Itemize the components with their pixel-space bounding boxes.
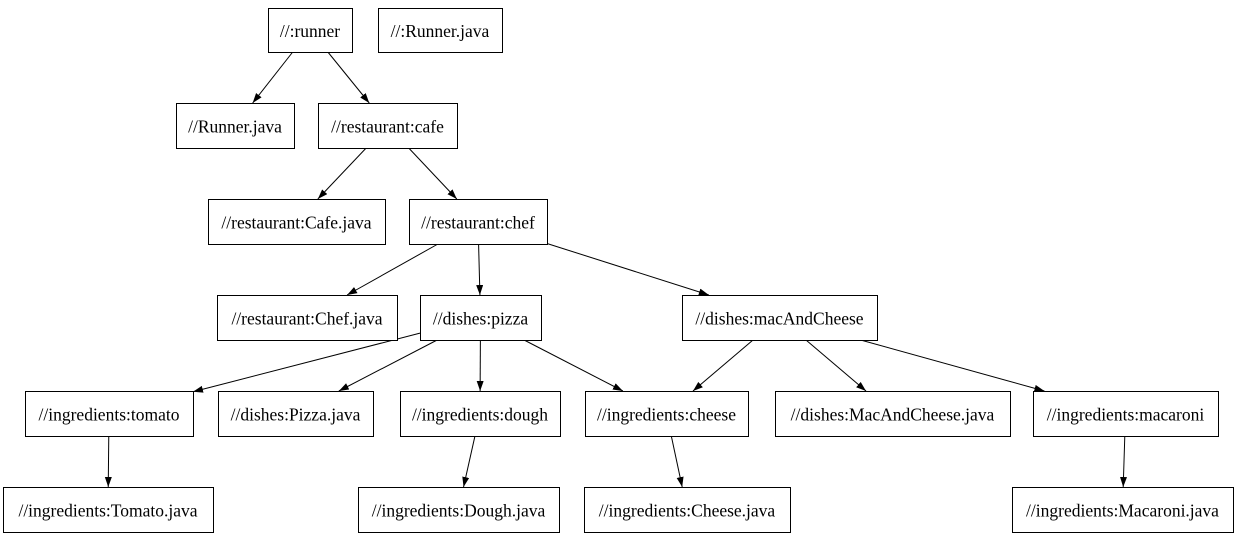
- node-mac_and_cheese: //dishes:macAndCheese: [682, 295, 878, 341]
- node-label-dough_java: //ingredients:Dough.java: [372, 501, 546, 521]
- node-label-tomato: //ingredients:tomato: [39, 405, 180, 425]
- node-box-chef_java: [217, 295, 398, 341]
- node-runner_java_src: //:Runner.java: [378, 8, 503, 53]
- node-label-chef_java: //restaurant:Chef.java: [231, 309, 382, 329]
- node-chef_java: //restaurant:Chef.java: [217, 295, 398, 341]
- edge-mac_and_cheese-to-cheese: [692, 339, 754, 392]
- node-macaroni: //ingredients:macaroni: [1033, 391, 1219, 437]
- node-runner_java: //Runner.java: [176, 103, 295, 149]
- node-box-runner_java: [176, 103, 295, 149]
- node-runner: //:runner: [268, 8, 353, 53]
- edge-mac_and_cheese-to-macaroni: [860, 339, 1045, 392]
- edge-runner-to-runner_java: [252, 51, 294, 104]
- edge-macaroni-to-macaroni_java: [1120, 435, 1128, 488]
- node-box-runner_java_src: [378, 8, 503, 53]
- node-box-chef: [409, 199, 548, 245]
- node-box-mac_and_cheese: [682, 295, 878, 341]
- edge-cafe-to-chef: [408, 147, 458, 200]
- node-label-cheese_java: //ingredients:Cheese.java: [599, 501, 776, 521]
- node-box-pizza_java: [218, 391, 374, 437]
- node-cafe_java: //restaurant:Cafe.java: [208, 199, 386, 245]
- node-label-pizza_java: //dishes:Pizza.java: [231, 405, 361, 425]
- node-label-tomato_java: //ingredients:Tomato.java: [18, 501, 197, 521]
- node-box-runner: [268, 8, 353, 53]
- node-label-runner_java_src: //:Runner.java: [391, 21, 490, 41]
- node-label-chef: //restaurant:chef: [421, 213, 535, 233]
- node-box-cafe: [318, 103, 458, 149]
- node-box-mac_java: [775, 391, 1011, 437]
- node-macaroni_java: //ingredients:Macaroni.java: [1012, 487, 1234, 533]
- node-chef: //restaurant:chef: [409, 199, 548, 245]
- node-label-dough: //ingredients:dough: [412, 405, 548, 425]
- edge-chef-to-chef_java: [346, 243, 439, 296]
- edge-runner-to-cafe: [327, 51, 370, 104]
- node-box-dough: [400, 391, 561, 437]
- node-cheese: //ingredients:cheese: [585, 391, 749, 437]
- edge-mac_and_cheese-to-mac_java: [805, 339, 867, 392]
- edge-cheese-to-cheese_java: [670, 435, 684, 488]
- edge-pizza-to-cheese: [523, 339, 624, 392]
- node-box-tomato: [25, 391, 194, 437]
- edge-chef-to-pizza: [476, 243, 484, 296]
- edge-pizza-to-tomato: [192, 332, 421, 393]
- node-label-macaroni_java: //ingredients:Macaroni.java: [1026, 501, 1219, 521]
- node-label-cafe: //restaurant:cafe: [331, 117, 444, 137]
- node-cheese_java: //ingredients:Cheese.java: [584, 487, 791, 533]
- node-dough_java: //ingredients:Dough.java: [358, 487, 560, 533]
- edge-chef-to-mac_and_cheese: [546, 242, 709, 296]
- node-label-mac_and_cheese: //dishes:macAndCheese: [695, 309, 863, 329]
- node-label-runner: //:runner: [280, 21, 340, 41]
- node-tomato_java: //ingredients:Tomato.java: [3, 487, 214, 533]
- node-box-tomato_java: [3, 487, 214, 533]
- node-box-macaroni: [1033, 391, 1219, 437]
- node-mac_java: //dishes:MacAndCheese.java: [775, 391, 1011, 437]
- node-box-macaroni_java: [1012, 487, 1234, 533]
- node-tomato: //ingredients:tomato: [25, 391, 194, 437]
- edge-tomato-to-tomato_java: [104, 435, 112, 488]
- node-label-cheese: //ingredients:cheese: [597, 405, 736, 425]
- node-pizza_java: //dishes:Pizza.java: [218, 391, 374, 437]
- edge-pizza-to-pizza_java: [338, 339, 438, 392]
- node-label-cafe_java: //restaurant:Cafe.java: [221, 213, 371, 233]
- node-layer: //:runner //:Runner.java //Runner.java //re…: [3, 8, 1234, 533]
- edge-layer: [104, 51, 1128, 488]
- node-box-pizza: [420, 295, 542, 341]
- node-label-pizza: //dishes:pizza: [433, 309, 528, 329]
- node-box-cheese_java: [584, 487, 791, 533]
- node-box-cafe_java: [208, 199, 386, 245]
- node-label-mac_java: //dishes:MacAndCheese.java: [791, 405, 995, 425]
- node-pizza: //dishes:pizza: [420, 295, 542, 341]
- node-label-macaroni: //ingredients:macaroni: [1047, 405, 1205, 425]
- edge-dough-to-dough_java: [462, 435, 476, 488]
- node-cafe: //restaurant:cafe: [318, 103, 458, 149]
- node-label-runner_java: //Runner.java: [188, 117, 282, 137]
- node-dough: //ingredients:dough: [400, 391, 561, 437]
- node-box-cheese: [585, 391, 749, 437]
- node-box-dough_java: [358, 487, 560, 533]
- edge-cafe-to-cafe_java: [317, 147, 367, 200]
